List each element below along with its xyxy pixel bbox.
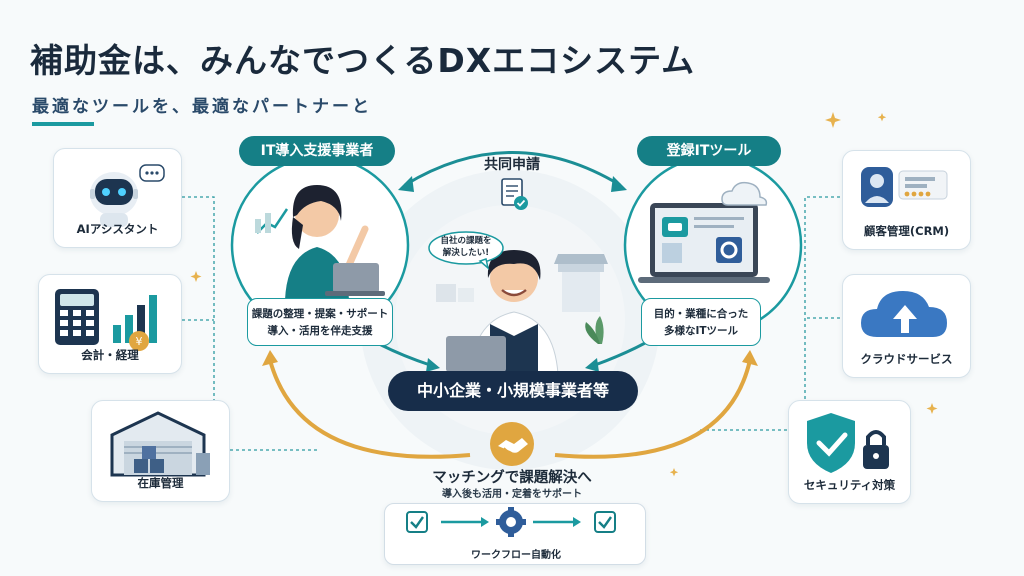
card-inventory: 在庫管理 — [91, 400, 230, 502]
workflow-diagram — [406, 507, 616, 537]
calculator-icon: ¥ — [55, 289, 157, 351]
joint-application-label: 共同申請 — [484, 157, 540, 173]
cloud-upload-icon — [861, 291, 947, 337]
speech-bubble — [428, 231, 504, 270]
it-support-illustration — [230, 155, 410, 335]
page-title: 補助金は、みんなでつくるDXエコシステム — [30, 41, 696, 80]
matching-subtitle: 導入後も活用・定着をサポート — [442, 489, 582, 500]
workflow-automation-card: ワークフロー自動化 — [384, 503, 646, 565]
card-security: セキュリティ対策 — [788, 400, 911, 504]
it-tool-illustration — [623, 155, 803, 335]
it-support-caption: 課題の整理・提案・サポート 導入・活用を伴走支援 — [247, 298, 393, 346]
robot-icon — [90, 164, 165, 227]
document-check-icon — [501, 178, 528, 210]
speech-bubble-text: 自社の課題を 解決したい! — [428, 235, 504, 259]
card-label: AIアシスタント — [76, 222, 159, 236]
page-subtitle: 最適なツールを、最適なパートナーと — [32, 97, 372, 117]
caption-line: 導入・活用を伴走支援 — [267, 325, 373, 337]
matching-title: マッチングで課題解決へ — [432, 470, 592, 486]
card-crm: 顧客管理(CRM) — [842, 150, 971, 250]
subtitle-underline — [32, 122, 94, 126]
svg-text:¥: ¥ — [136, 335, 143, 348]
it-tool-header: 登録ITツール — [637, 136, 781, 166]
card-label: 顧客管理(CRM) — [863, 224, 950, 238]
card-label: 会計・経理 — [81, 348, 139, 362]
sme-banner: 中小企業・小規模事業者等 — [388, 371, 638, 411]
caption-line: 課題の整理・提案・サポート — [251, 308, 389, 320]
warehouse-icon — [110, 411, 210, 477]
workflow-label: ワークフロー自動化 — [471, 550, 561, 561]
card-cloud: クラウドサービス — [842, 274, 971, 378]
it-tool-caption: 目的・業種に合った 多様なITツール — [641, 298, 761, 346]
card-label: セキュリティ対策 — [803, 478, 896, 492]
handshake-icon — [490, 422, 534, 466]
card-accounting: ¥ 会計・経理 — [38, 274, 182, 374]
card-label: 在庫管理 — [137, 476, 184, 490]
caption-line: 目的・業種に合った — [653, 308, 749, 320]
speech-line: 解決したい! — [442, 248, 490, 258]
card-ai-assistant: AIアシスタント — [53, 148, 182, 248]
shield-lock-icon — [807, 413, 889, 473]
speech-line: 自社の課題を — [440, 236, 492, 246]
caption-line: 多様なITツール — [663, 325, 739, 337]
customer-profile-icon — [861, 167, 948, 207]
card-label: クラウドサービス — [860, 352, 953, 366]
sme-owner-illustration — [436, 250, 608, 374]
it-support-header: IT導入支援事業者 — [239, 136, 395, 166]
